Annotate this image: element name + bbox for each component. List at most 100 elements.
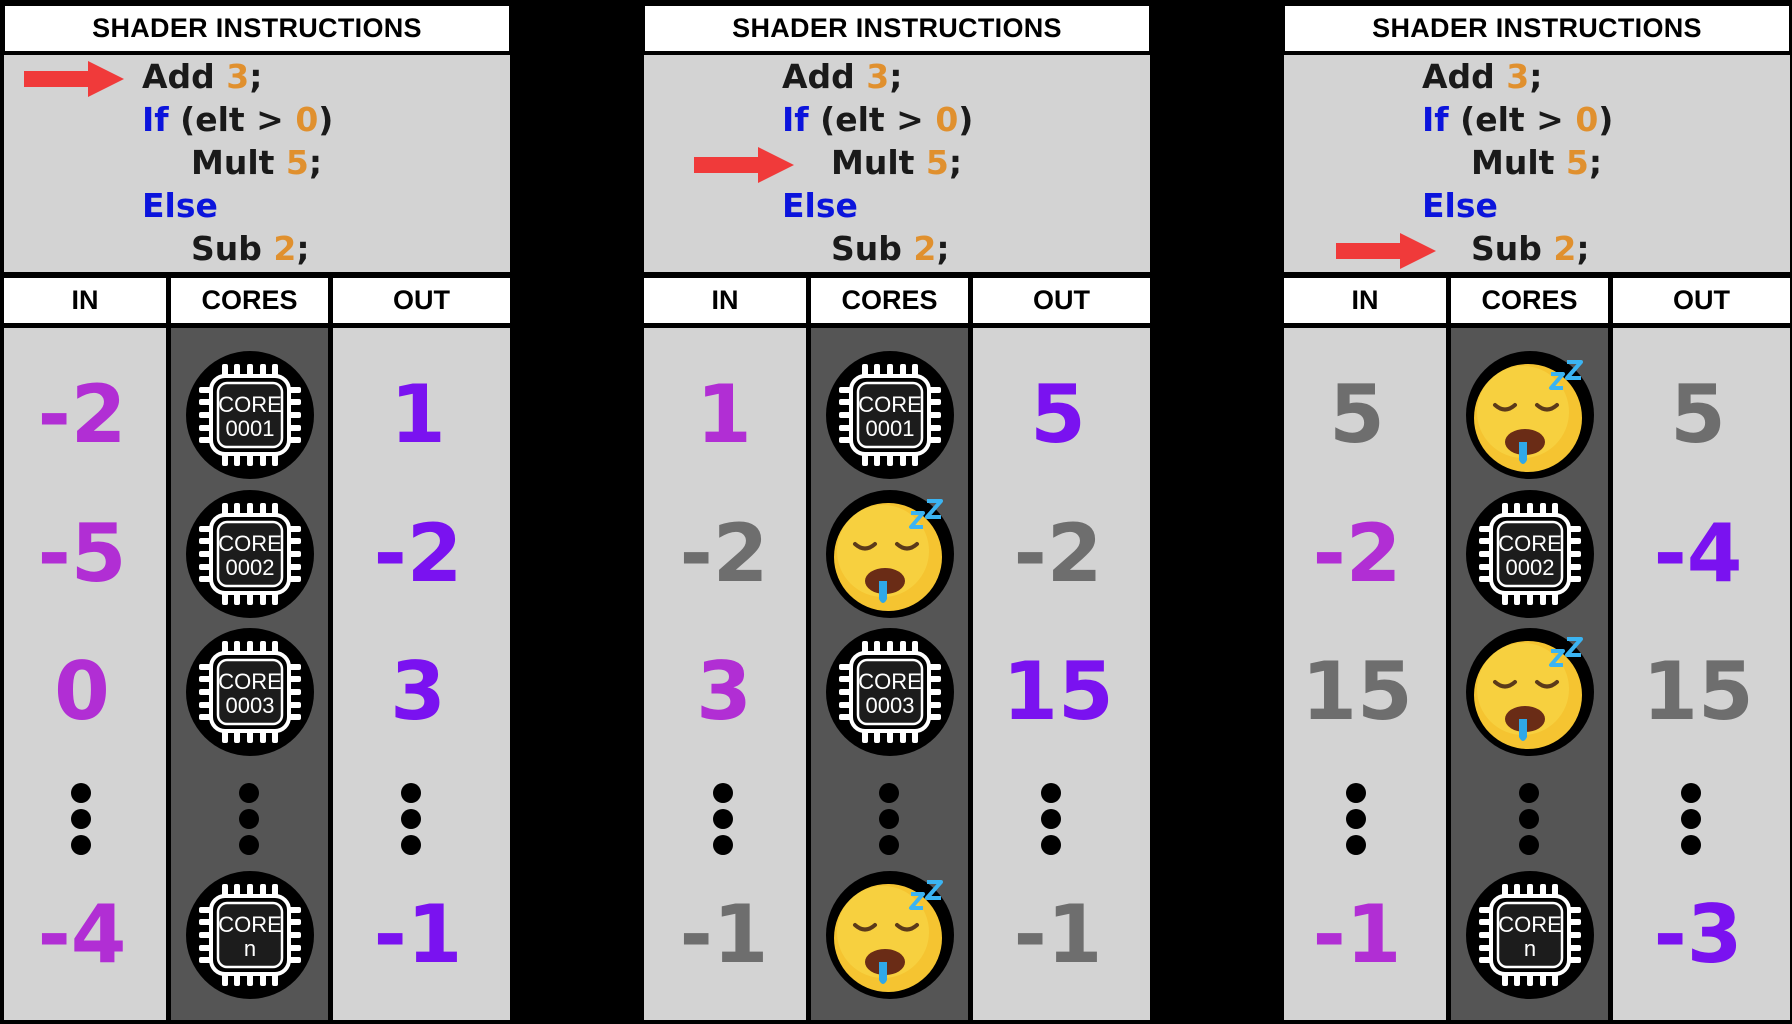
shader-instructions-header: SHADER INSTRUCTIONS [1284, 5, 1790, 52]
sleeping-core-icon [825, 870, 955, 1000]
code-number: 2 [1553, 229, 1577, 268]
input-value: -1 [679, 888, 769, 981]
code-line-2: If (elt > 0) [1422, 100, 1613, 139]
output-value: -2 [1013, 507, 1103, 600]
input-value: 3 [696, 645, 752, 738]
code-paren: ) [958, 100, 974, 139]
core-label-top: CORE [858, 392, 922, 417]
column-header-cores: CORES [171, 278, 328, 323]
column-header-out: OUT [333, 278, 510, 323]
ellipsis-dot [1041, 783, 1061, 803]
column-header-cores: CORES [1451, 278, 1608, 323]
code-line-4: Else [142, 186, 218, 225]
ellipsis-cores [878, 783, 901, 861]
ellipsis-cores [1518, 783, 1541, 861]
ellipsis-dot [238, 809, 259, 829]
input-value: 1 [696, 368, 752, 461]
output-value: -4 [1653, 507, 1743, 600]
column-out [333, 328, 510, 1020]
output-value: -3 [1653, 888, 1743, 981]
code-op: Sub [1471, 229, 1554, 268]
input-value: 15 [1301, 645, 1413, 738]
ellipsis-output [1681, 783, 1703, 861]
code-number: 2 [273, 229, 297, 268]
ellipsis-cores [238, 783, 261, 861]
ellipsis-dot [1518, 809, 1539, 829]
code-op: Add [142, 57, 227, 96]
panel-3: SHADER INSTRUCTIONS Add 3; If (elt > 0) Mul… [1284, 0, 1792, 1024]
ellipsis-output [1041, 783, 1063, 861]
ellipsis-dot [238, 835, 259, 855]
core-label-bottom: 0001 [225, 416, 274, 441]
ellipsis-dot [1346, 809, 1366, 829]
input-value: -2 [1312, 507, 1402, 600]
code-line-3: Mult 5; [831, 143, 962, 182]
output-value: 15 [1002, 645, 1114, 738]
ellipsis-dot [713, 809, 733, 829]
code-op: Sub [831, 229, 914, 268]
ellipsis-dot [1346, 835, 1366, 855]
code-op: Sub [191, 229, 274, 268]
core-label-bottom: 0003 [225, 693, 274, 718]
column-header-in: IN [4, 278, 166, 323]
core-label-bottom: 0003 [865, 693, 914, 718]
code-number: 2 [913, 229, 937, 268]
code-number: 3 [1506, 57, 1530, 96]
code-number: 5 [1565, 143, 1589, 182]
code-semicolon: ; [1588, 143, 1603, 182]
ellipsis-dot [401, 783, 421, 803]
code-number: 5 [285, 143, 309, 182]
column-out [1613, 328, 1790, 1020]
ellipsis-dot [1681, 783, 1701, 803]
shader-instructions-header: SHADER INSTRUCTIONS [4, 5, 510, 52]
code-semicolon: ; [936, 229, 950, 268]
code-line-1: Add 3; [782, 57, 902, 96]
core-label-top: CORE [218, 392, 282, 417]
code-op: Mult [831, 143, 926, 182]
code-number: 0 [295, 100, 319, 139]
core-label-bottom: 0001 [865, 416, 914, 441]
code-semicolon: ; [948, 143, 963, 182]
input-value: -5 [37, 507, 127, 600]
column-header-out: OUT [1613, 278, 1790, 323]
code-semicolon: ; [1529, 57, 1543, 96]
input-value: 0 [54, 645, 110, 738]
input-value: 5 [1329, 368, 1385, 461]
ellipsis-dot [1346, 783, 1366, 803]
code-keyword: Else [782, 186, 858, 225]
ellipsis-dot [1041, 835, 1061, 855]
ellipsis-dot [71, 783, 91, 803]
code-op: Mult [1471, 143, 1566, 182]
output-value: 3 [390, 645, 446, 738]
code-line-2: If (elt > 0) [142, 100, 333, 139]
output-value: 5 [1030, 368, 1086, 461]
code-line-4: Else [782, 186, 858, 225]
code-keyword: Else [1422, 186, 1498, 225]
column-header-cores: CORES [811, 278, 968, 323]
core-label-bottom: 0002 [225, 555, 274, 580]
code-line-3: Mult 5; [1471, 143, 1602, 182]
output-value: 5 [1670, 368, 1726, 461]
ellipsis-dot [401, 809, 421, 829]
code-number: 3 [226, 57, 250, 96]
ellipsis-dot [71, 835, 91, 855]
ellipsis-dot [713, 783, 733, 803]
core-label-top: CORE [858, 669, 922, 694]
column-header-in: IN [644, 278, 806, 323]
ellipsis-dot [238, 783, 259, 803]
code-line-5: Sub 2; [191, 229, 310, 268]
code-line-5: Sub 2; [1471, 229, 1590, 268]
code-paren: ) [1598, 100, 1614, 139]
ellipsis-dot [1681, 809, 1701, 829]
code-op: Add [1422, 57, 1507, 96]
code-number: 5 [925, 143, 949, 182]
column-in [1284, 328, 1446, 1020]
